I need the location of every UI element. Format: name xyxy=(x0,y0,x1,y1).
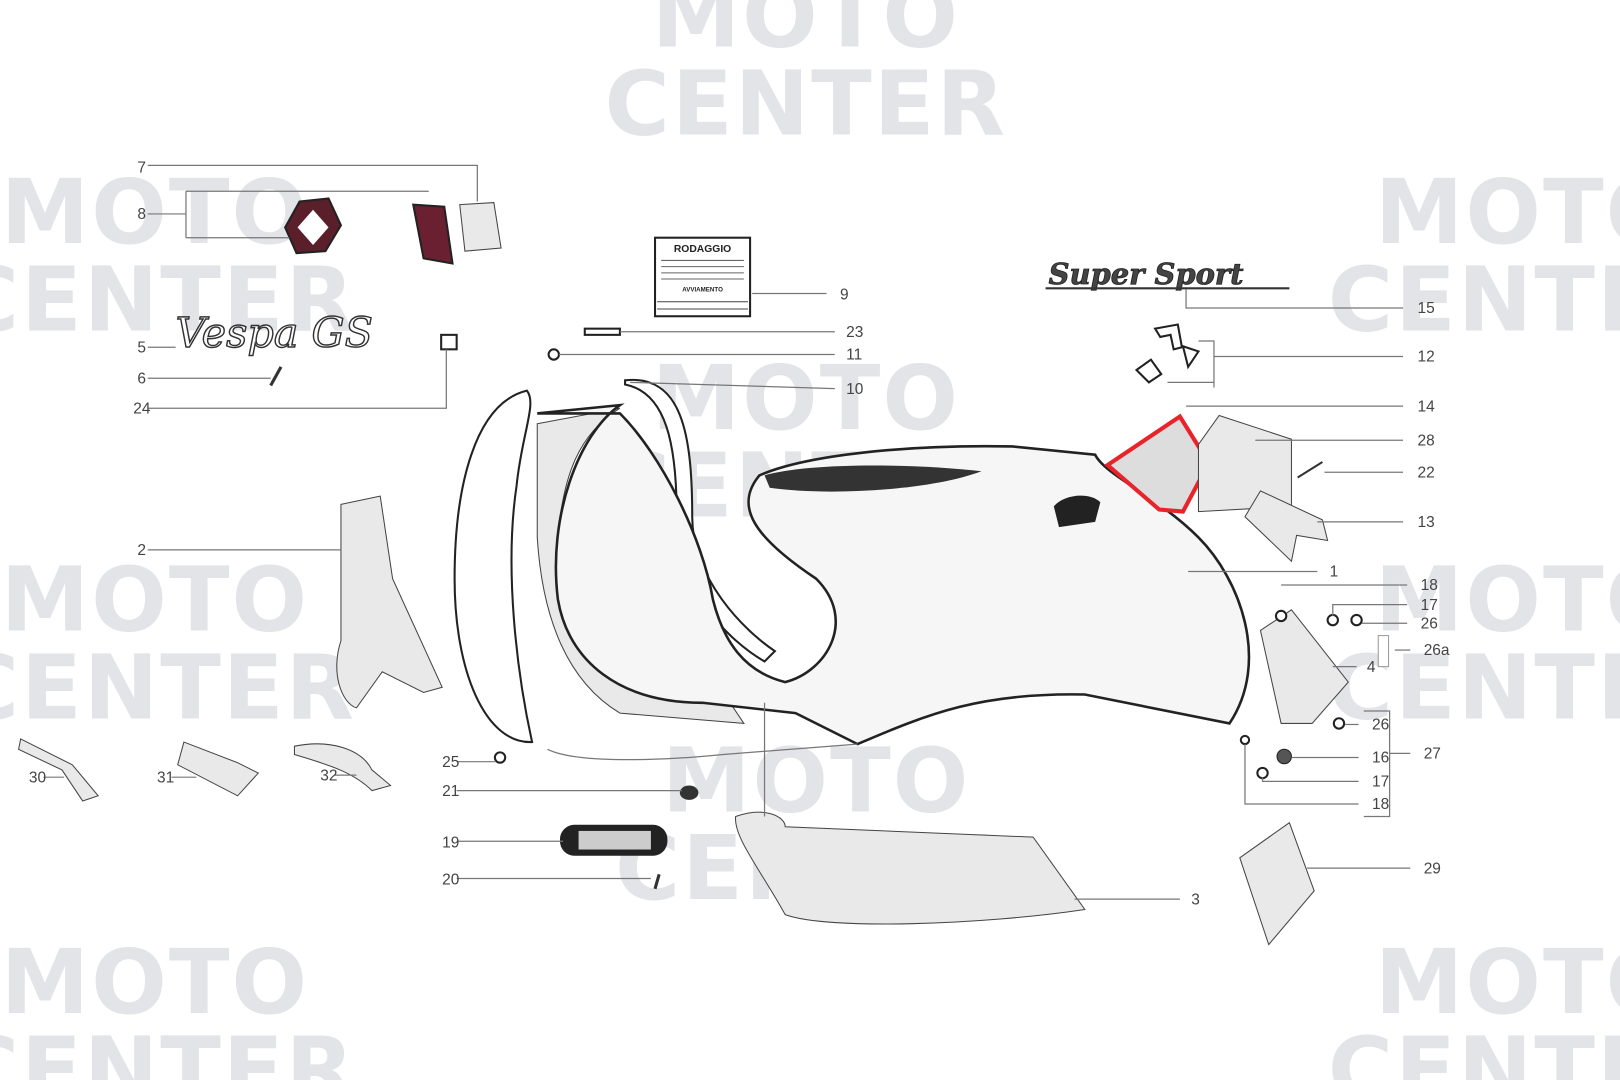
watermark-text: MOTO xyxy=(652,0,960,68)
frame-body xyxy=(537,403,1251,746)
vespa-gs-badge: Vespa GS xyxy=(176,309,373,357)
leader-line xyxy=(1261,777,1359,782)
callout-28: 28 xyxy=(1418,432,1435,449)
parts: Vespa GS RODAGGIO AVVIAMENTO Super Sport xyxy=(18,197,1390,946)
callout-13: 13 xyxy=(1418,514,1435,531)
watermark-text: CENTER xyxy=(0,636,356,739)
callout-9: 9 xyxy=(840,287,849,304)
callout-25: 25 xyxy=(442,754,459,771)
callout-14: 14 xyxy=(1418,398,1436,415)
callout-26: 26 xyxy=(1421,615,1438,632)
svg-text:RODAGGIO: RODAGGIO xyxy=(674,244,731,255)
callout-3: 3 xyxy=(1191,891,1200,908)
floor-board xyxy=(735,811,1086,925)
callout-labels: 7856249231110151214282213118172626a42627… xyxy=(29,160,1450,909)
callout-19: 19 xyxy=(442,834,459,851)
leader-line xyxy=(630,381,835,390)
cover-plate xyxy=(1239,821,1315,946)
callout-32: 32 xyxy=(320,767,337,784)
leader-line xyxy=(1185,289,1404,309)
callout-1: 1 xyxy=(1330,564,1339,581)
watermark-text: MOTO xyxy=(662,729,970,832)
leader-line xyxy=(1363,710,1411,818)
leader-lines xyxy=(43,164,1411,900)
callout-31: 31 xyxy=(157,769,174,786)
watermark-text: MOTO xyxy=(1375,548,1620,651)
callout-7: 7 xyxy=(137,160,146,177)
callout-22: 22 xyxy=(1418,464,1435,481)
callout-6: 6 xyxy=(137,370,146,387)
watermark-text: MOTO xyxy=(652,347,960,450)
callout-10: 10 xyxy=(846,381,863,398)
callout-4: 4 xyxy=(1367,659,1376,676)
clip xyxy=(440,333,458,351)
callout-2: 2 xyxy=(137,542,146,559)
rodaggio-label: RODAGGIO AVVIAMENTO xyxy=(653,236,752,318)
watermark-text: CENTER xyxy=(1328,1019,1620,1080)
highlighted-part-14 xyxy=(1104,413,1212,514)
callout-26: 26 xyxy=(1372,717,1389,734)
rear-panel xyxy=(336,495,443,709)
callout-27: 27 xyxy=(1424,746,1441,763)
callout-29: 29 xyxy=(1424,860,1441,877)
watermark-text: MOTO xyxy=(1375,931,1620,1034)
callout-21: 21 xyxy=(442,783,459,800)
leader-line xyxy=(1167,340,1404,388)
watermark-text: CENTER xyxy=(605,52,1007,155)
leader-line xyxy=(456,702,766,817)
leader-line xyxy=(147,349,447,409)
legshield xyxy=(453,389,534,744)
watermark-text: MOTO xyxy=(1375,161,1620,264)
callout-15: 15 xyxy=(1418,300,1435,317)
leader-line xyxy=(1332,603,1408,616)
callout-26a: 26a xyxy=(1424,642,1450,659)
callout-23: 23 xyxy=(846,324,863,341)
watermark-text: CENTER xyxy=(1328,636,1620,739)
callout-24: 24 xyxy=(133,400,151,417)
callout-11: 11 xyxy=(846,347,862,364)
callout-16: 16 xyxy=(1372,750,1389,767)
watermark-text: MOTO xyxy=(1,548,309,651)
adhesive-pad xyxy=(459,202,502,252)
watermark-text: MOTO xyxy=(1,161,309,264)
leader-line xyxy=(147,164,478,202)
watermark-text: CENTER xyxy=(0,249,356,352)
leader-line xyxy=(147,190,429,239)
super-sport-badge: Super Sport xyxy=(1049,257,1244,291)
callout-18: 18 xyxy=(1372,796,1389,813)
screw xyxy=(269,366,283,387)
callout-18: 18 xyxy=(1421,577,1438,594)
watermark-text: CENTER xyxy=(1328,249,1620,352)
callout-17: 17 xyxy=(1421,597,1438,614)
callout-5: 5 xyxy=(137,339,146,356)
watermark-text: CENTER xyxy=(0,1019,356,1080)
p-badge xyxy=(411,203,454,265)
callout-17: 17 xyxy=(1372,773,1389,790)
callout-20: 20 xyxy=(442,872,459,889)
leader-line xyxy=(1244,744,1359,805)
svg-text:AVVIAMENTO: AVVIAMENTO xyxy=(682,286,723,293)
callout-12: 12 xyxy=(1418,349,1435,366)
watermark-text: MOTO xyxy=(1,931,309,1034)
callout-30: 30 xyxy=(29,769,46,786)
callout-8: 8 xyxy=(137,206,146,223)
